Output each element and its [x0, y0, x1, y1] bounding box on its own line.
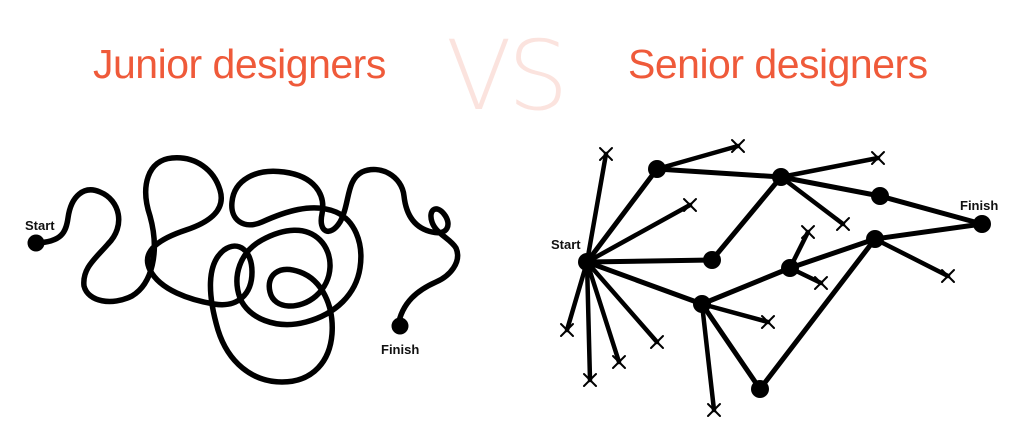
edge [584, 259, 705, 307]
dead-end-edge [654, 143, 741, 172]
dead-end-edge [778, 174, 846, 227]
junior-start-label: Start [25, 218, 55, 233]
junior-start-dot [27, 234, 45, 252]
edge [757, 236, 878, 392]
x-mark [871, 151, 885, 165]
node [772, 168, 790, 186]
dead-end-edge [564, 259, 590, 333]
x-mark [650, 335, 664, 349]
x-mark [836, 217, 850, 231]
edge [872, 221, 985, 242]
senior-start-label: Start [551, 237, 581, 252]
dead-end-edge [584, 259, 622, 365]
dead-end-edge [584, 259, 593, 383]
x-mark [612, 355, 626, 369]
senior-designers-title: Senior designers [628, 41, 928, 87]
node [871, 187, 889, 205]
edge [699, 301, 763, 392]
x-mark [814, 276, 828, 290]
x-mark [683, 198, 697, 212]
x-mark [801, 225, 815, 239]
x-mark [707, 403, 721, 417]
nodes [578, 160, 991, 398]
vs-label: VS [446, 20, 569, 132]
x-mark [761, 315, 775, 329]
edge [778, 174, 883, 199]
x-mark [560, 323, 574, 337]
node [781, 259, 799, 277]
dead-end-x-marks [560, 139, 955, 417]
node [751, 380, 769, 398]
x-mark [731, 139, 745, 153]
edge [584, 257, 715, 265]
senior-start-node [578, 253, 596, 271]
edge [877, 193, 985, 227]
dead-end-edge [699, 301, 717, 413]
junior-finish-dot [391, 317, 409, 335]
senior-network-group [560, 139, 991, 417]
edge [787, 236, 878, 271]
junior-path-group [27, 155, 461, 385]
junior-designers-title: Junior designers [93, 41, 386, 87]
junior-finish-label: Finish [381, 342, 420, 357]
dead-end-edge [584, 259, 660, 345]
dead-end-edge [699, 301, 771, 325]
node [648, 160, 666, 178]
dead-end-edge [584, 202, 693, 265]
edge [709, 174, 784, 263]
dead-end-edge [778, 155, 881, 180]
x-mark [941, 269, 955, 283]
x-mark [583, 373, 597, 387]
edge [584, 166, 660, 265]
x-mark [599, 147, 613, 161]
junior-tangled-path [33, 155, 461, 385]
node [703, 251, 721, 269]
dead-end-edge [584, 151, 609, 265]
senior-finish-label: Finish [960, 198, 999, 213]
senior-finish-node [973, 215, 991, 233]
node [693, 295, 711, 313]
node [866, 230, 884, 248]
edge [699, 265, 793, 307]
dead-end-edge [872, 236, 951, 279]
edge [654, 166, 784, 180]
